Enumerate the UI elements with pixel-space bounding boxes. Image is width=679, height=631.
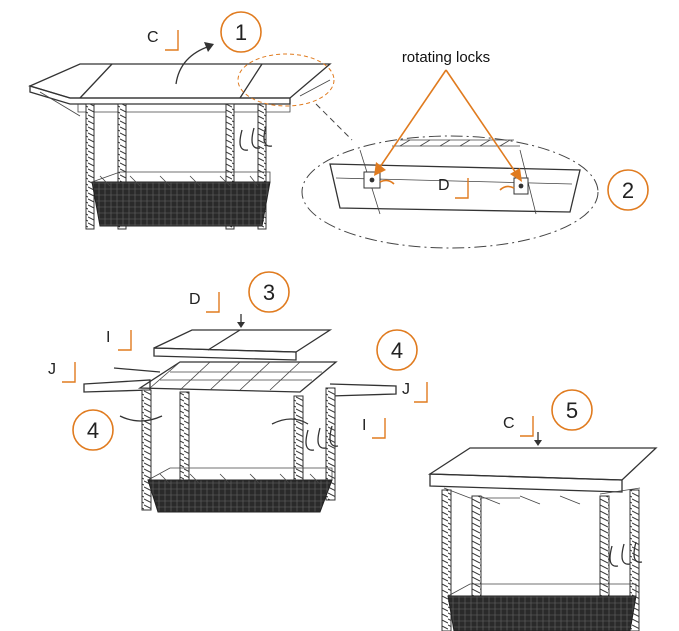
part-label-i-right: I [362,417,386,439]
part-label-j-right: J [402,381,428,403]
arrow-head-1 [204,42,214,52]
detail-view [301,135,599,249]
step-3-badge: 3 [248,271,290,313]
svg-text:I: I [106,329,110,346]
svg-text:4: 4 [391,338,403,363]
part-label-c-top: C [147,29,179,51]
lock-arrow-left-head [374,162,386,176]
cart-step3-4 [83,329,397,513]
down-arrow-5-head [534,440,542,446]
part-label-d-detail: D [438,177,469,199]
svg-text:C: C [503,415,515,432]
rotate-arrow-1 [175,45,211,85]
svg-text:2: 2 [622,178,634,203]
part-label-c-step5: C [503,415,534,437]
svg-text:D: D [438,177,450,194]
cart-step5 [427,447,658,631]
step-1-badge: 1 [220,11,262,53]
lock-arrow-left [377,69,447,171]
step-4-badge-left: 4 [72,409,114,451]
step-5-badge: 5 [551,389,593,431]
svg-text:4: 4 [87,418,99,443]
step-4-badge-right: 4 [376,329,418,371]
svg-text:1: 1 [235,20,247,45]
lock-arrow-right [445,69,519,177]
part-label-i-left: I [106,329,132,351]
svg-text:C: C [147,29,159,46]
svg-text:5: 5 [566,398,578,423]
svg-text:I: I [362,417,366,434]
callout-ellipse [237,53,335,107]
callout-line [315,103,353,141]
svg-text:J: J [402,381,410,398]
cart-step1 [28,63,332,230]
svg-text:J: J [48,361,56,378]
part-label-d-step3: D [189,291,220,313]
lock-arrow-right-head [510,168,522,182]
part-label-j-left: J [48,361,76,383]
rotating-locks-label: rotating locks [402,49,490,66]
svg-text:3: 3 [263,280,275,305]
svg-text:D: D [189,291,201,308]
step-2-badge: 2 [607,169,649,211]
down-arrow-3-head [237,322,245,328]
